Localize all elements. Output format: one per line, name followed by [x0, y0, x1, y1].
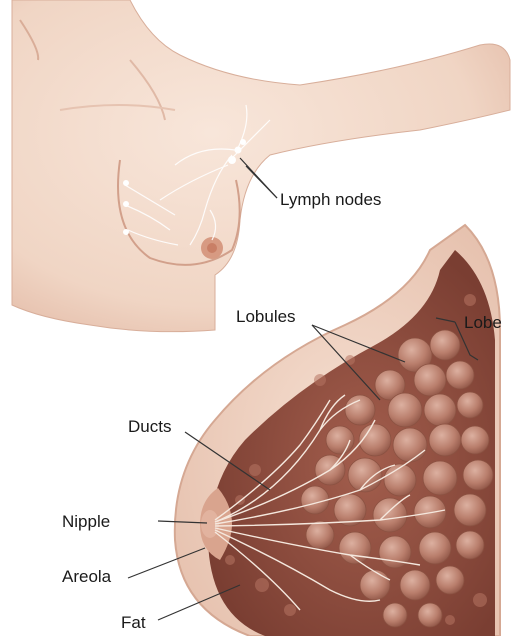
label-nipple: Nipple — [62, 513, 110, 530]
label-lobules: Lobules — [236, 308, 296, 325]
label-lobe: Lobe — [464, 314, 502, 331]
breast-cross-section — [175, 225, 500, 636]
label-ducts: Ducts — [128, 418, 171, 435]
label-areola: Areola — [62, 568, 111, 585]
label-lymph-nodes: Lymph nodes — [280, 191, 381, 208]
label-fat: Fat — [121, 614, 146, 631]
